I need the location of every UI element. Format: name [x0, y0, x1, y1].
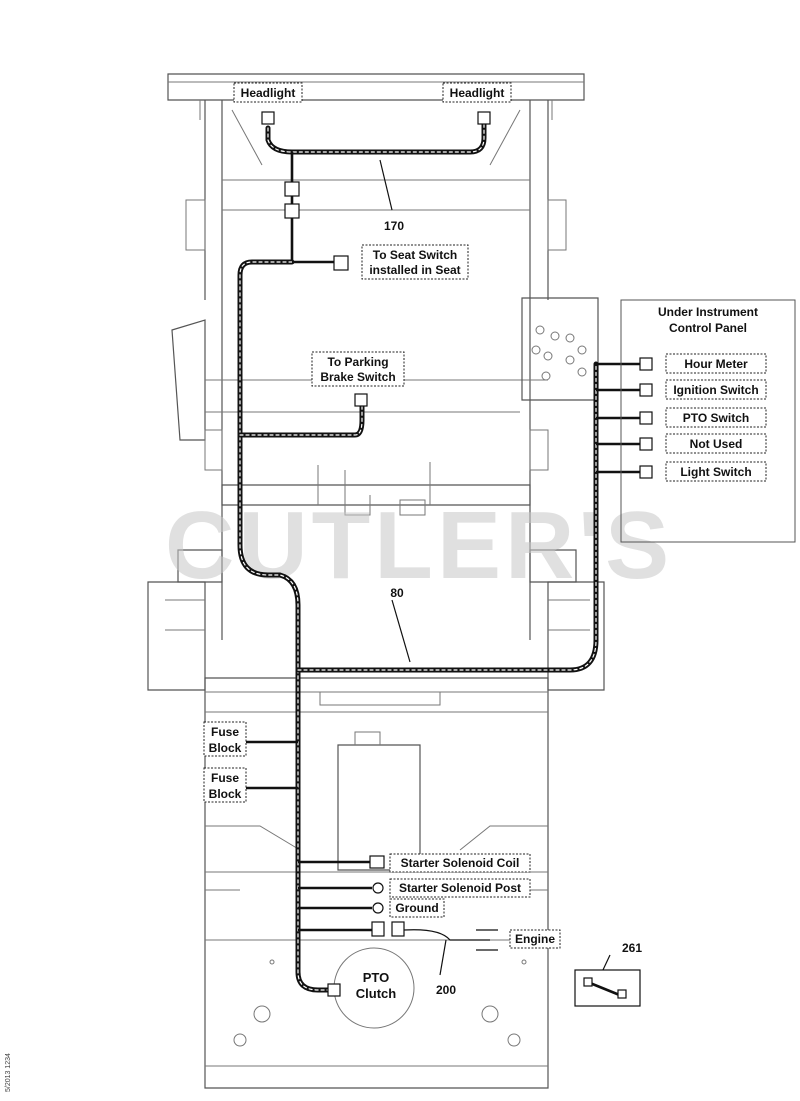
ignition-switch-label: Ignition Switch — [673, 383, 758, 397]
parking-brake-label-1: To Parking — [327, 355, 388, 369]
starter-solenoid-post-label: Starter Solenoid Post — [399, 881, 521, 895]
headlight-right-label: Headlight — [450, 86, 505, 100]
callout-starter-solenoid-post: Starter Solenoid Post — [389, 878, 531, 898]
callout-ignition-switch: Ignition Switch — [665, 379, 767, 400]
callout-fuse-block-2: Fuse Block — [203, 767, 247, 803]
callout-fuse-block-1: Fuse Block — [203, 721, 247, 757]
harness-80-label: 80 — [390, 586, 404, 600]
starter-solenoid-coil-label: Starter Solenoid Coil — [401, 856, 520, 870]
parking-brake-label-2: Brake Switch — [320, 370, 395, 384]
headlight-left-label: Headlight — [241, 86, 296, 100]
lower-branches — [246, 740, 498, 997]
callout-headlight-right: Headlight — [442, 82, 512, 103]
callout-headlight-left: Headlight — [233, 82, 303, 103]
fuse-block-2-label-2: Block — [209, 787, 242, 801]
ground-label: Ground — [395, 901, 438, 915]
callout-pto-switch: PTO Switch — [665, 407, 767, 428]
callout-engine: Engine — [509, 929, 561, 949]
callout-seat-switch: To Seat Switch installed in Seat — [361, 244, 469, 280]
pto-clutch-label-1: PTO — [363, 970, 390, 985]
light-switch-label: Light Switch — [680, 465, 751, 479]
panel-branches — [596, 357, 653, 479]
callout-not-used: Not Used — [665, 433, 767, 454]
part-261 — [574, 954, 641, 1007]
callout-hour-meter: Hour Meter — [665, 353, 767, 374]
harness-80 — [237, 255, 599, 993]
pto-clutch-label-2: Clutch — [356, 986, 397, 1001]
panel-title-1: Under Instrument — [658, 305, 758, 319]
callout-light-switch: Light Switch — [665, 461, 767, 482]
seat-switch-label-1: To Seat Switch — [373, 248, 457, 262]
callout-starter-solenoid-coil: Starter Solenoid Coil — [389, 853, 531, 873]
callout-parking-brake: To Parking Brake Switch — [311, 351, 405, 387]
engine-label: Engine — [515, 932, 555, 946]
harness-170-label: 170 — [384, 219, 404, 233]
fuse-block-1-label-1: Fuse — [211, 725, 239, 739]
seat-switch-label-2: installed in Seat — [369, 263, 460, 277]
side-code: 5/2013 1234 — [5, 1053, 12, 1092]
chassis-frame — [147, 73, 605, 1089]
hour-meter-label: Hour Meter — [684, 357, 748, 371]
callout-ground: Ground — [389, 898, 445, 918]
watermark: CUTLER'S — [165, 492, 673, 599]
fuse-block-1-label-2: Block — [209, 741, 242, 755]
fuse-block-2-label-1: Fuse — [211, 771, 239, 785]
instrument-panel-box: Under Instrument Control Panel — [620, 299, 796, 543]
harness-170 — [261, 111, 491, 260]
panel-title-2: Control Panel — [669, 321, 747, 335]
callout-pto-clutch: PTO Clutch — [356, 970, 397, 1001]
harness-200-label: 200 — [436, 983, 456, 997]
not-used-label: Not Used — [690, 437, 743, 451]
part-261-label: 261 — [622, 941, 642, 955]
pto-switch-label: PTO Switch — [683, 411, 749, 425]
